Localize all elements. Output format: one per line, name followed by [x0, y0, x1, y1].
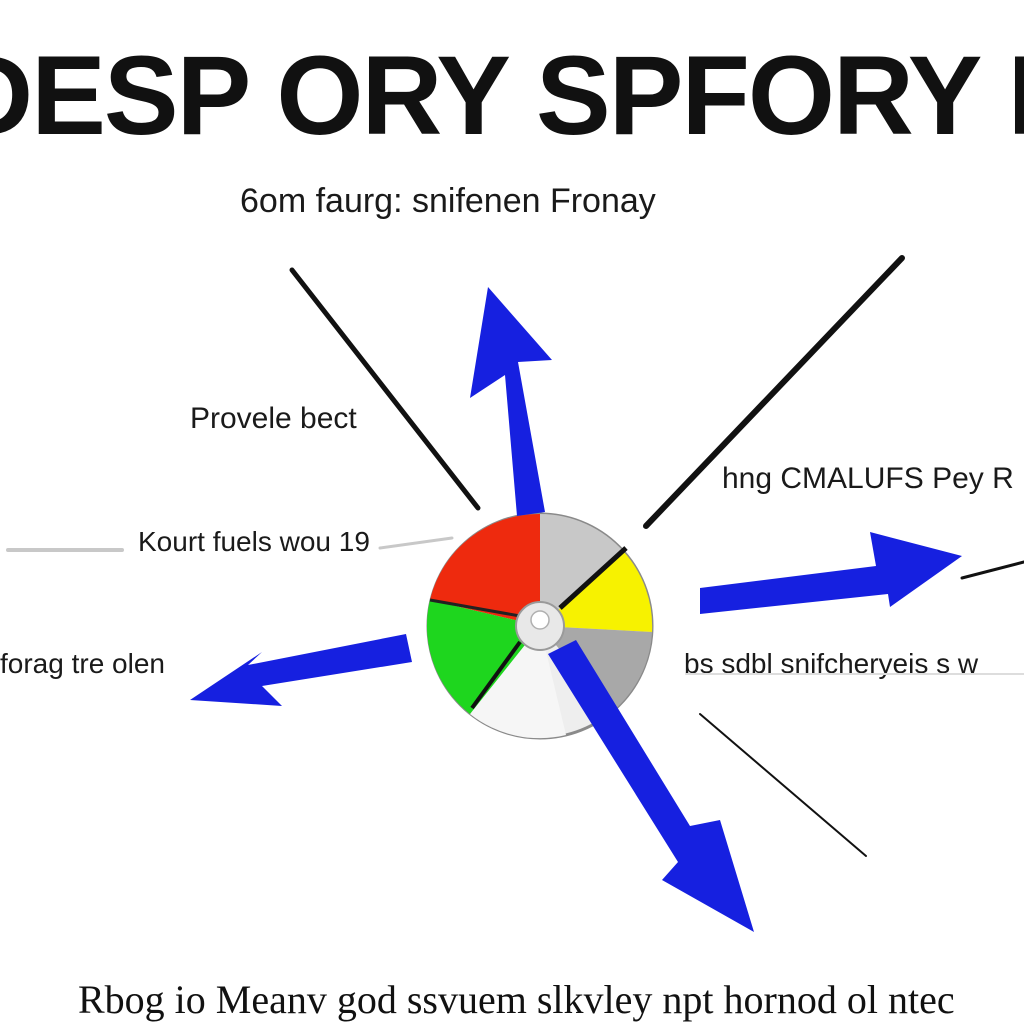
connector-upper-right — [643, 255, 905, 529]
wheel-hub-center — [530, 610, 550, 630]
label-top: 6om faurg: snifenen Fronay — [240, 182, 656, 220]
wheel-divider-2 — [470, 640, 522, 710]
wheel-segment-green — [426, 600, 540, 714]
leader-mid-left-tail — [378, 536, 454, 550]
wheel-segment-white — [470, 626, 566, 739]
label-right-upper: hng CMALUFS Pey R — [722, 462, 1014, 495]
label-right-lower: bs sdbl snifcheryeis s w — [684, 648, 979, 679]
arrow-right — [700, 532, 962, 614]
wheel-divider-3 — [429, 598, 521, 618]
arrow-down-right — [548, 640, 754, 932]
connector-far-right — [960, 560, 1024, 580]
arrow-left — [190, 634, 412, 706]
connector-lower-right — [699, 713, 867, 857]
label-upper-left: Provele bect — [190, 402, 357, 435]
pie-wheel — [426, 512, 654, 740]
wheel-segment-grey-top — [540, 514, 624, 626]
headline: CY DESP ORY SPFORY ROU — [0, 33, 1024, 158]
arrow-up — [470, 287, 552, 516]
wheel-divider-1 — [558, 546, 628, 610]
label-left-lower: forag tre olen — [0, 648, 165, 679]
wheel-segment-red — [430, 513, 540, 626]
connector-upper-left — [289, 267, 481, 511]
bottom-caption: Rbog io Meanv god ssvuem slkvley npt hor… — [78, 977, 955, 1022]
wheel-segment-yellow — [540, 552, 653, 632]
label-mid-left: Kourt fuels wou 19 — [138, 526, 370, 557]
